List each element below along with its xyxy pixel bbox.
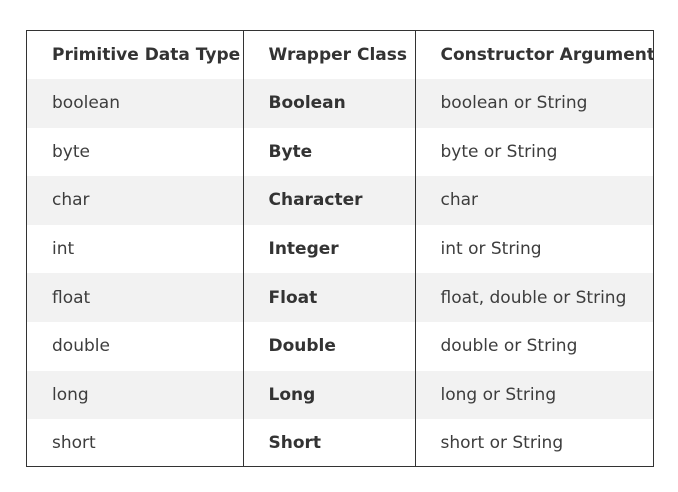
wrapper-class-cell: Float xyxy=(242,273,415,322)
primitive-type-cell: short xyxy=(27,419,243,466)
wrapper-class-table: Primitive Data Type Wrapper Class Constr… xyxy=(27,31,653,466)
primitive-type-cell: byte xyxy=(27,127,243,177)
wrapper-class-cell: Double xyxy=(242,321,415,371)
constructor-argument-cell: short or String xyxy=(414,419,653,466)
wrapper-class-table-container: Primitive Data Type Wrapper Class Constr… xyxy=(26,30,654,467)
primitive-type-cell: float xyxy=(27,273,243,322)
header-wrapper-class: Wrapper Class xyxy=(242,31,415,79)
primitive-type-cell: int xyxy=(27,224,243,274)
table-row: byte Byte byte or String xyxy=(27,127,653,177)
table-header: Primitive Data Type Wrapper Class Constr… xyxy=(27,31,653,79)
header-primitive-data-type: Primitive Data Type xyxy=(27,31,243,79)
wrapper-class-cell: Boolean xyxy=(242,79,415,128)
table-row: boolean Boolean boolean or String xyxy=(27,79,653,128)
wrapper-class-cell: Byte xyxy=(242,127,415,177)
constructor-argument-cell: int or String xyxy=(414,224,653,274)
wrapper-class-cell: Integer xyxy=(242,224,415,274)
constructor-argument-cell: long or String xyxy=(414,370,653,420)
table-row: short Short short or String xyxy=(27,419,653,466)
table-row: double Double double or String xyxy=(27,321,653,371)
header-row: Primitive Data Type Wrapper Class Constr… xyxy=(27,31,653,79)
primitive-type-cell: char xyxy=(27,176,243,225)
constructor-argument-cell: boolean or String xyxy=(414,79,653,128)
table-body: boolean Boolean boolean or String byte B… xyxy=(27,79,653,466)
table-row: char Character char xyxy=(27,176,653,225)
constructor-argument-cell: char xyxy=(414,176,653,225)
primitive-type-cell: boolean xyxy=(27,79,243,128)
constructor-argument-cell: byte or String xyxy=(414,127,653,177)
primitive-type-cell: long xyxy=(27,370,243,420)
primitive-type-cell: double xyxy=(27,321,243,371)
wrapper-class-cell: Character xyxy=(242,176,415,225)
table-row: int Integer int or String xyxy=(27,224,653,274)
table-row: long Long long or String xyxy=(27,370,653,420)
constructor-argument-cell: double or String xyxy=(414,321,653,371)
header-constructor-argument: Constructor Argument xyxy=(414,31,653,79)
wrapper-class-cell: Long xyxy=(242,370,415,420)
wrapper-class-cell: Short xyxy=(242,419,415,466)
table-row: float Float float, double or String xyxy=(27,273,653,322)
constructor-argument-cell: float, double or String xyxy=(414,273,653,322)
